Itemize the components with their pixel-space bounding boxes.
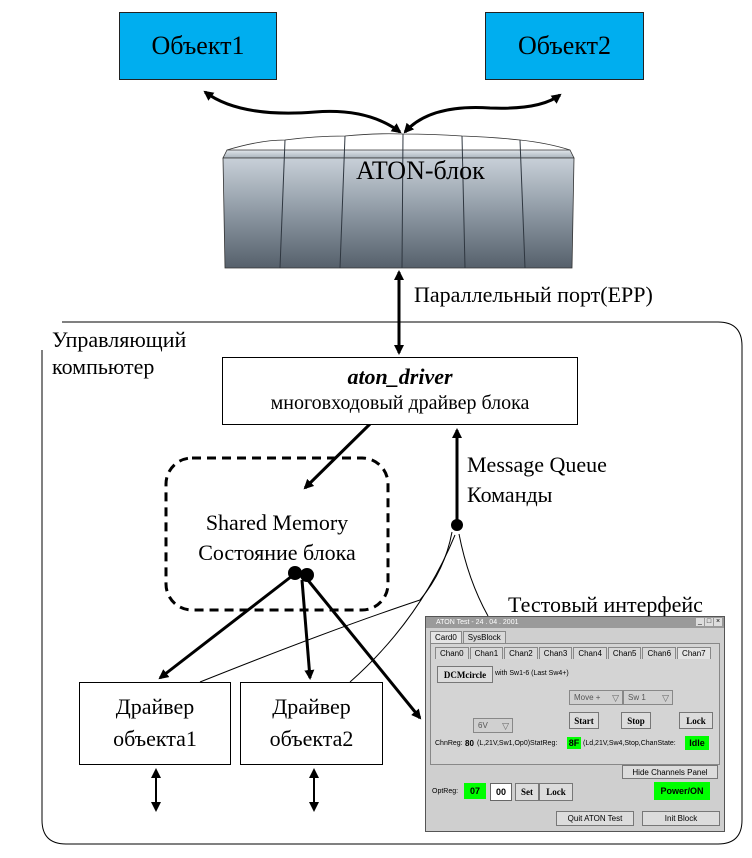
- move-combo-value: Move +: [574, 693, 601, 702]
- lock-opt-button[interactable]: Lock: [539, 783, 573, 801]
- window-titlebar: ATON Test - 24 . 04 . 2001 _ □ ×: [426, 617, 724, 628]
- tab-chan2[interactable]: Chan2: [504, 647, 538, 659]
- chevron-down-icon: ▽: [502, 721, 509, 731]
- shared-memory-frame: [164, 456, 390, 612]
- shared-memory-line1: Shared Memory: [205, 510, 349, 535]
- dcmcircle-button[interactable]: DCMcircle: [437, 666, 493, 683]
- opt-reg-label: OptReg:: [432, 788, 459, 795]
- chevron-down-icon: ▽: [662, 693, 669, 703]
- sw-combo[interactable]: Sw 1 ▽: [623, 690, 673, 705]
- chevron-down-icon: ▽: [612, 693, 619, 703]
- quit-button[interactable]: Quit ATON Test: [556, 811, 634, 826]
- dc-note: with Sw1-6 (Last Sw4+): [495, 670, 569, 677]
- aton-driver-box: aton_driver многовходовый драйвер блока: [222, 357, 578, 425]
- start-button[interactable]: Start: [569, 712, 599, 729]
- tab-chan1[interactable]: Chan1: [469, 647, 504, 659]
- parallel-port-label: Параллельный порт(EPP): [414, 282, 653, 307]
- init-block-button[interactable]: Init Block: [642, 811, 720, 826]
- opt-reg-value: 07: [464, 783, 486, 799]
- driver2-queue-line: [349, 534, 456, 683]
- computer-label-line2: компьютер: [52, 354, 155, 379]
- link-object2-arrow: [403, 93, 562, 134]
- stat-reg-value: 8F: [567, 737, 581, 749]
- chn-reg-label: ChnReg:: [435, 740, 463, 747]
- card-panel: Chan0 Chan1 Chan2 Chan3 Chan4 Chan5 Chan…: [430, 643, 720, 765]
- hide-channels-button[interactable]: Hide Channels Panel: [622, 765, 718, 779]
- memory-to-driver2-arrow: [300, 579, 315, 680]
- chan-state-value: Idle: [685, 736, 709, 750]
- computer-label: Управляющий компьютер: [52, 326, 186, 380]
- aton-block-label: ATON-блок: [356, 156, 485, 185]
- lock-button[interactable]: Lock: [679, 712, 713, 729]
- object2-label: Объект2: [518, 31, 611, 60]
- chn-reg-desc: (L,21V,Sw1,Op0)StatReg:: [477, 740, 558, 747]
- tab-card0[interactable]: Card0: [430, 631, 462, 643]
- message-queue-label: Message Queue Команды: [467, 450, 607, 510]
- object-driver2-line2: объекта2: [269, 726, 354, 751]
- memory-to-driver1-arrow: [158, 574, 293, 680]
- computer-label-line1: Управляющий: [52, 327, 187, 352]
- maximize-icon[interactable]: □: [705, 618, 713, 626]
- opt-reg-input[interactable]: 00: [490, 783, 512, 801]
- memory-node-b: [300, 568, 314, 582]
- chan-tabs: Chan0 Chan1 Chan2 Chan3 Chan4 Chan5 Chan…: [435, 647, 712, 659]
- object1-label: Объект1: [151, 31, 245, 60]
- driver-name: aton_driver: [347, 364, 453, 389]
- aton-block-shape: [222, 133, 575, 269]
- aton-test-window: ATON Test - 24 . 04 . 2001 _ □ × Card0 S…: [425, 616, 725, 832]
- stop-button[interactable]: Stop: [621, 712, 651, 729]
- object1-box: Объект1: [119, 12, 277, 80]
- test-queue-line: [458, 533, 489, 617]
- object-driver1-line1: Драйвер: [115, 694, 195, 719]
- window-controls: _ □ ×: [696, 618, 722, 626]
- object-driver1-box: Драйвер объекта1: [79, 682, 231, 765]
- minimize-icon[interactable]: _: [696, 618, 704, 626]
- object-driver1-line2: объекта1: [113, 726, 197, 751]
- driver-desc: многовходовый драйвер блока: [270, 392, 530, 414]
- object2-box: Объект2: [485, 12, 644, 80]
- tab-sysblock[interactable]: SysBlock: [462, 631, 506, 643]
- top-tabs: Card0 SysBlock: [430, 631, 507, 643]
- tab-chan6[interactable]: Chan6: [642, 647, 677, 659]
- move-combo[interactable]: Move + ▽: [569, 690, 623, 705]
- memory-to-test-arrow: [305, 578, 422, 720]
- window-title: ATON Test - 24 . 04 . 2001: [436, 619, 519, 626]
- shared-memory-line2: Состояние блока: [198, 540, 356, 565]
- tab-chan0[interactable]: Chan0: [435, 647, 469, 659]
- tab-chan4[interactable]: Chan4: [573, 647, 607, 659]
- tab-chan3[interactable]: Chan3: [538, 647, 573, 659]
- object-driver2-line1: Драйвер: [272, 694, 351, 719]
- test-interface-label: Тестовый интерфейс: [508, 592, 703, 617]
- stat-reg-desc: (Ld,21V,Sw4,Stop,ChanState:: [583, 740, 676, 747]
- message-queue-line1: Message Queue: [467, 452, 607, 477]
- set-button[interactable]: Set: [515, 783, 539, 801]
- tab-chan5[interactable]: Chan5: [607, 647, 642, 659]
- queue-node: [451, 519, 463, 531]
- shared-memory-label: Shared Memory Состояние блока: [166, 508, 388, 568]
- object-driver2-box: Драйвер объекта2: [240, 682, 383, 765]
- chn-reg-value: 80: [465, 739, 474, 748]
- sw-combo-value: Sw 1: [628, 693, 646, 702]
- link-object1-arrow: [203, 90, 402, 134]
- driver-to-memory-arrow: [303, 422, 372, 490]
- message-queue-line2: Команды: [467, 482, 553, 507]
- tab-chan7[interactable]: Chan7: [677, 647, 711, 659]
- volt-combo[interactable]: 6V ▽: [473, 718, 513, 733]
- close-icon[interactable]: ×: [714, 618, 722, 626]
- volt-combo-value: 6V: [478, 721, 488, 730]
- power-button[interactable]: Power/ON: [654, 782, 710, 800]
- computer-frame: [41, 321, 743, 845]
